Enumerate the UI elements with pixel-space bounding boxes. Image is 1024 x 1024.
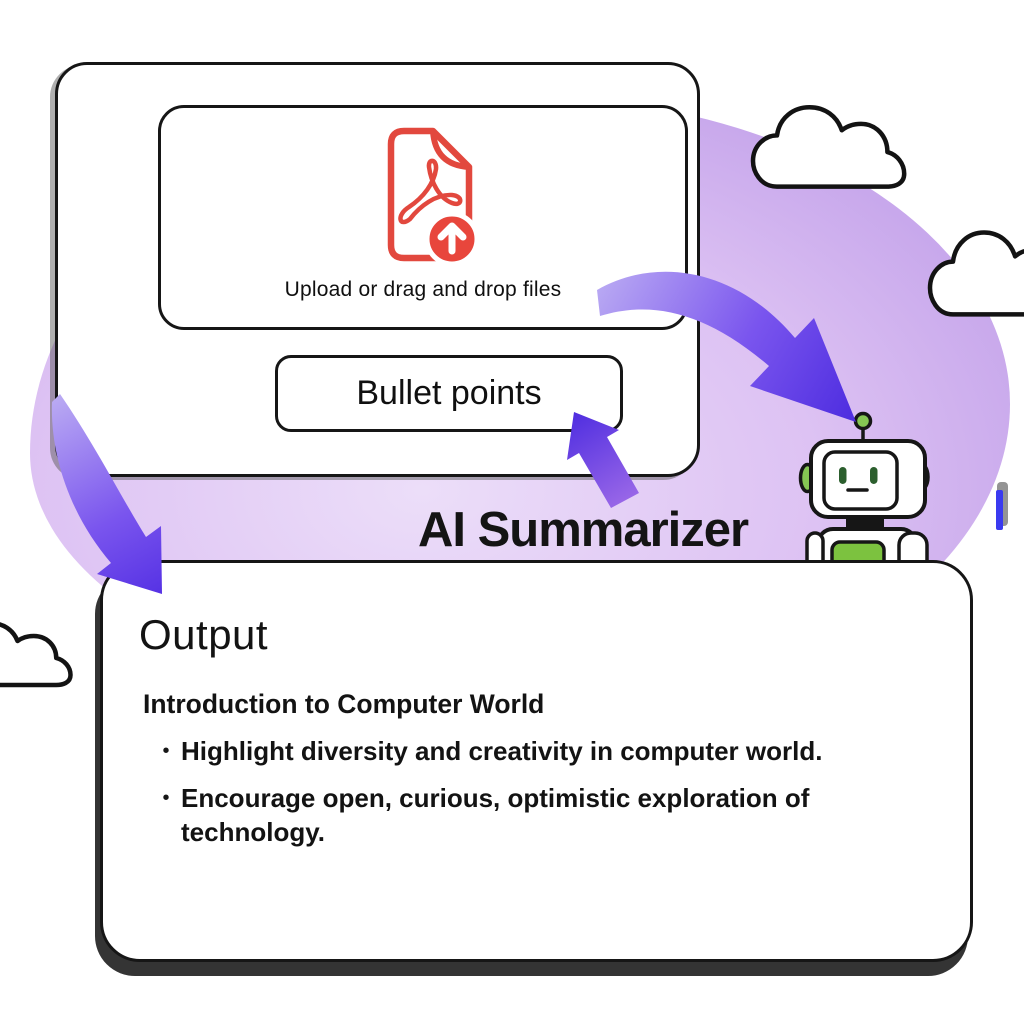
summary-bullet-1: • Highlight diversity and creativity in … [151,734,930,768]
output-panel: Output Introduction to Computer World • … [100,560,973,962]
bullet-points-button[interactable]: Bullet points [275,355,623,432]
summary-bullet-2: • Encourage open, curious, optimistic ex… [151,781,930,849]
summary-bullet-text: Encourage open, curious, optimistic expl… [181,783,810,847]
robot-right-eye [870,467,878,484]
glitch-artifact [996,490,1003,530]
upload-arrow-icon [437,222,467,255]
robot-face-screen [822,450,899,511]
robot-antenna-ball [853,411,873,431]
summary-bullet-text: Highlight diversity and creativity in co… [181,736,823,766]
bullet-dot-icon: • [162,787,170,809]
upload-panel: Upload or drag and drop files Bullet poi… [55,62,700,477]
dropzone-label: Upload or drag and drop files [284,278,562,301]
cloud-bottom-left-icon [0,623,71,685]
robot-left-eye [839,467,847,484]
output-heading: Output [139,611,269,658]
pdf-upload-icon [387,127,480,267]
pdf-fold-crease [430,128,472,170]
summary-title: Introduction to Computer World [143,689,545,719]
bullet-dot-icon: • [162,740,170,762]
file-dropzone[interactable]: Upload or drag and drop files [158,105,688,330]
app-title: AI Summarizer [418,503,749,557]
robot-mascot-illustration [798,411,930,579]
pdf-acrobat-swirl [398,158,463,225]
